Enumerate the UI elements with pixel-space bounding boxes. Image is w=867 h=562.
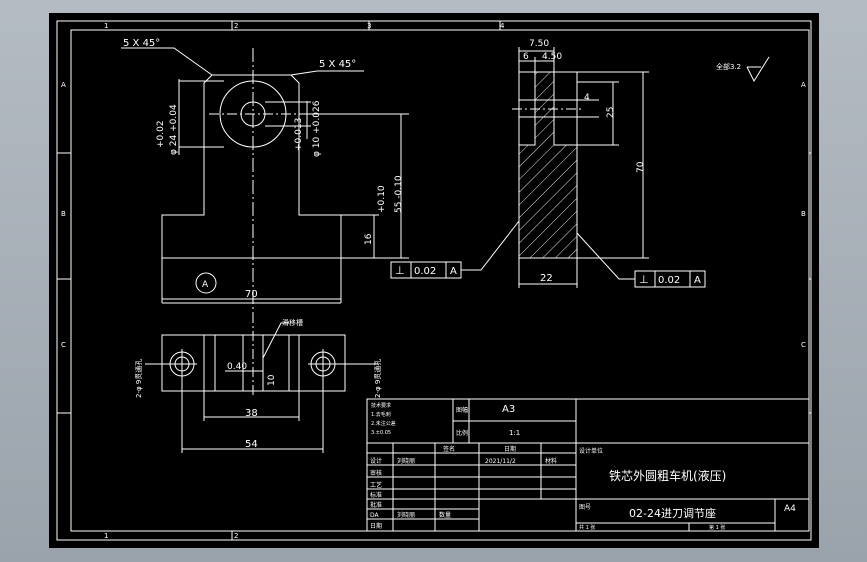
checker-name: 刘晓丽 [397,511,415,519]
scale-value: 1:1 [509,429,520,437]
dim-10: 10 [267,374,277,386]
left-hole-note: 2-φ 9贯通孔 [134,359,143,398]
row-label-design: 设计 [370,457,382,465]
zone-left-c: C [61,341,66,349]
dim-6: 6 [523,52,529,62]
zone-bottom-1: 1 [104,532,108,540]
dia10-dimension: φ 10 +0.026 [312,100,322,157]
tech-note-3: 2.未注公差 [371,420,396,427]
height-tol-upper: +0.10 [377,185,387,213]
zone-right-c: C [801,341,806,349]
perp-right-datum: A [694,275,701,286]
datum-a-circle [195,272,217,294]
datum-a-label: A [202,280,209,290]
chamfer-left-label: 5 X 45° [123,38,160,49]
sheet-size: A3 [502,404,515,415]
material-label: 材料 [545,457,557,465]
drawing-canvas[interactable]: 1 2 3 4 1 2 A B C A B C [49,13,819,548]
zone-right-b: B [801,210,806,218]
dim-4: 4 [584,93,590,103]
dim-450: 4.50 [542,52,562,62]
row-label-review: 审核 [370,469,382,477]
zone-top-3: 3 [367,22,371,30]
paper-size: A4 [784,504,796,514]
roughness-text: 全部3.2 [716,62,741,71]
dim-70-front: 70 [245,289,258,300]
zone-top-2: 2 [234,22,238,30]
company-label: 设计单位 [579,447,603,455]
roughness-note: 全部3.2 [716,56,770,83]
slot-note: 滑移槽 [282,318,303,327]
tech-note-4: 3.±0.05 [371,430,391,436]
row-label-date: 日期 [370,522,382,530]
perp-right-symbol: ⊥ [639,273,649,286]
dim-54: 54 [245,439,258,450]
top-view: 滑移槽 0.40 10 2-φ 9贯通孔 2-φ 9贯通孔 38 54 [134,313,382,453]
perp-right-value: 0.02 [658,275,680,286]
zone-top-4: 4 [500,22,505,30]
perp-left-value: 0.02 [414,266,436,277]
part-name: 02-24进刀调节座 [629,506,716,520]
da-label: DA [370,512,380,519]
zone-top-1: 1 [104,22,108,30]
sheet-count-total: 共 1 张 [579,524,595,531]
perp-left-symbol: ⊥ [395,264,405,277]
drawing-no-label: 图号 [579,504,591,511]
dim-750: 7.50 [529,39,549,49]
design-date: 2021/11/2 [485,458,516,465]
row-label-process: 工艺 [370,481,382,489]
col-label-signature: 签名 [443,445,455,453]
col-label-date: 日期 [504,445,516,453]
dia24-tol-upper: +0.02 [156,120,166,148]
front-view: A 5 X 45° 5 X 45° +0.02 φ 24 +0.04 +0.01… [121,38,409,313]
tech-note-2: 1.去毛刺 [371,411,391,418]
sheet-label: 图幅 [456,406,468,414]
perp-left-datum: A [450,266,457,277]
qty-label: 数量 [439,511,451,519]
dim-040: 0.40 [227,362,247,372]
title-block: 技术要求 1.去毛刺 2.未注公差 3.±0.05 图幅 A3 比例 1:1 [366,398,810,532]
zone-bottom-2: 2 [234,532,238,540]
drawing-title: 铁芯外圆粗车机(液压) [609,468,726,483]
dim-70-side: 70 [636,161,646,173]
right-hole-note: 2-φ 9贯通孔 [373,359,382,398]
tech-note-1: 技术要求 [371,402,391,409]
dim-22: 22 [540,273,553,284]
dim-25: 25 [606,107,616,118]
chamfer-right-label: 5 X 45° [319,59,356,70]
dim-16: 16 [364,233,374,245]
height-dimension: 55 -0.10 [394,175,404,213]
sheet-count-current: 第 1 张 [709,524,725,531]
zone-right-a: A [801,81,806,89]
drawing-sheet: 1 2 3 4 1 2 A B C A B C [49,13,819,548]
side-view: 7.50 6 4.50 4 25 70 22 [390,39,706,288]
scale-label: 比例 [456,429,468,437]
zone-left-a: A [61,81,66,89]
dim-38: 38 [245,408,258,419]
row-label-approve: 批准 [370,501,382,509]
dia24-dimension: φ 24 +0.04 [169,104,179,155]
row-label-standard: 标准 [370,491,382,499]
designer-name: 刘晓丽 [397,457,415,465]
dia10-tol-upper: +0.013 [294,118,304,151]
zone-left-b: B [61,210,66,218]
